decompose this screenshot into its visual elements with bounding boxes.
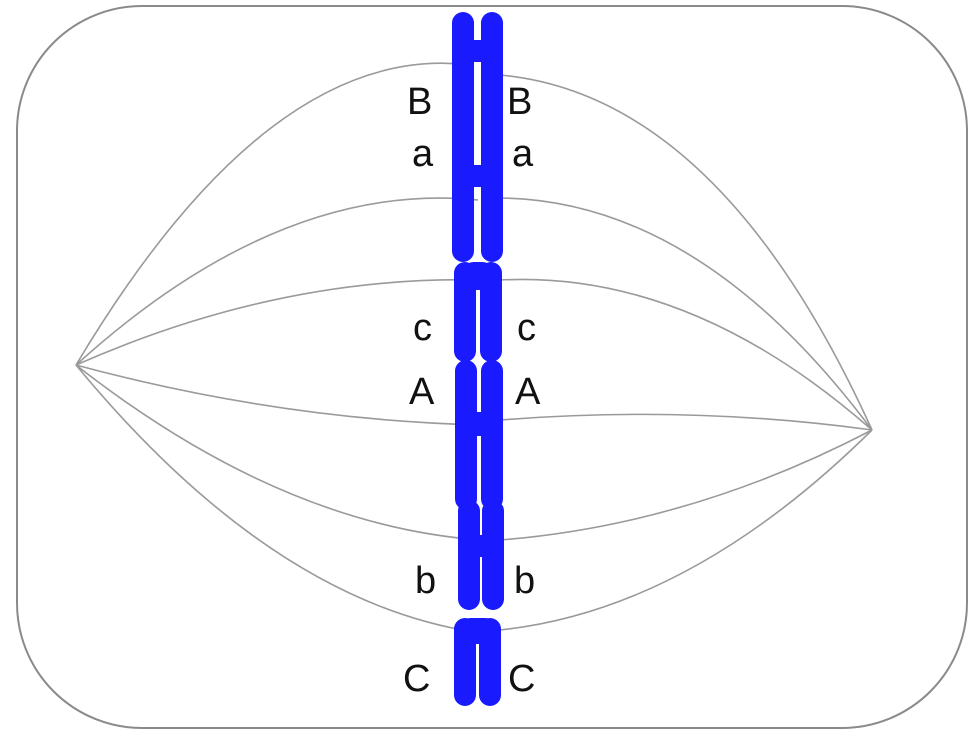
chromatid-right	[481, 12, 503, 262]
chromatid-left	[455, 360, 477, 510]
spindle-fiber	[75, 278, 483, 366]
chromosome	[452, 12, 503, 262]
spindle-fiber	[499, 429, 873, 541]
spindle-fiber	[499, 429, 873, 631]
gene-label-left: c	[413, 307, 432, 349]
chromosome	[454, 262, 502, 362]
centromere	[466, 412, 491, 436]
centromere	[465, 165, 490, 187]
chromosome	[454, 618, 501, 706]
gene-label-left: A	[409, 371, 435, 413]
chromatid-left	[452, 12, 474, 262]
chromatid-right	[482, 500, 504, 610]
gene-label-right: C	[508, 658, 535, 700]
gene-label-right: c	[517, 307, 536, 349]
cell-membrane	[16, 5, 968, 729]
gene-label-left: a	[412, 133, 434, 175]
spindle-fiber	[75, 364, 481, 541]
right-labels: B a c A b C	[507, 81, 541, 700]
spindle-fibers	[75, 62, 873, 633]
centromere	[465, 40, 490, 62]
spindle-fiber	[499, 413, 873, 431]
gene-label-right: a	[512, 133, 534, 175]
spindle-fiber	[499, 74, 873, 431]
centromere	[458, 618, 498, 644]
centromere	[469, 535, 494, 557]
centromere	[460, 262, 496, 290]
left-labels: B a c A b C	[403, 81, 436, 700]
gene-label-left: C	[403, 658, 430, 700]
spindle-fiber	[75, 62, 471, 366]
gene-label-right: b	[514, 560, 535, 602]
chromosome	[455, 360, 503, 510]
spindle-fiber	[499, 278, 873, 431]
chromatid-left	[458, 500, 480, 610]
spindle-fiber	[75, 197, 479, 366]
spindle-fiber	[75, 364, 475, 633]
spindle-fiber	[499, 197, 873, 431]
chromosome	[458, 500, 504, 610]
gene-label-left: b	[415, 560, 436, 602]
chromatid-right	[481, 360, 503, 510]
chromosome-column	[452, 12, 504, 706]
gene-label-right: A	[515, 371, 541, 413]
gene-label-right: B	[507, 81, 532, 123]
spindle-fiber	[75, 364, 483, 426]
gene-label-left: B	[407, 81, 432, 123]
